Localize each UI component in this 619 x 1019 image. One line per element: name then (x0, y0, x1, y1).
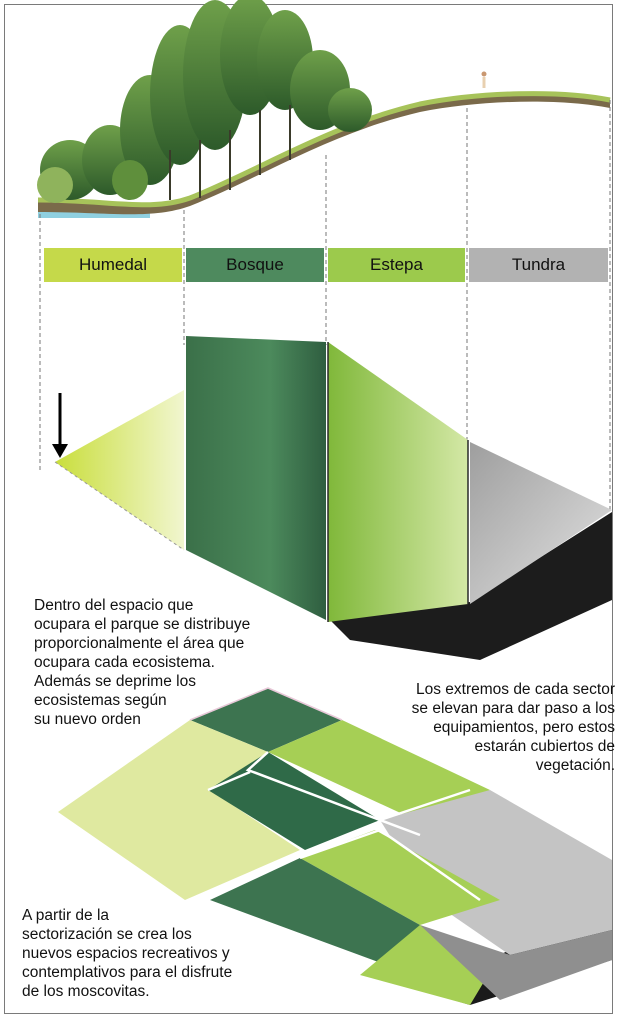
guide-lines (39, 100, 611, 510)
sector-grey-bottom (420, 925, 612, 1000)
note-distribution: Dentro del espacio que ocupara el parque… (34, 597, 251, 728)
path-lines (207, 751, 481, 902)
sector-dark-center (208, 752, 380, 850)
sector-light-top (268, 720, 490, 822)
person-icon (481, 71, 487, 88)
label-bosque: Bosque (226, 255, 284, 274)
sector-dark-bottom (210, 858, 420, 970)
label-estepa: Estepa (370, 255, 423, 274)
ecosystem-blocks (44, 248, 608, 282)
figure-frame (4, 4, 613, 1014)
label-humedal: Humedal (78, 255, 148, 274)
sector-light-center (300, 830, 500, 925)
slab-bosque (186, 336, 326, 620)
sector-pale-left (58, 720, 300, 900)
slab-shadow (330, 512, 612, 660)
block-tundra (469, 248, 608, 282)
note-spaces: A partir de la sectorización se crea los… (22, 907, 233, 1000)
sector-diagram (58, 687, 612, 1005)
block-estepa (328, 248, 465, 282)
label-tundra: Tundra (511, 255, 566, 274)
arrow-down-icon (52, 393, 68, 458)
slab-diagram (54, 336, 612, 660)
note-edges: Los extremos de cada sector se elevan pa… (411, 681, 615, 774)
slab-tundra (470, 442, 612, 604)
trees (37, 0, 372, 203)
block-bosque (186, 248, 324, 282)
landscape-section (37, 0, 611, 218)
slab-estepa (328, 342, 468, 622)
slab-humedal (55, 390, 184, 550)
sector-grey (380, 790, 612, 955)
trunks (169, 105, 291, 200)
block-humedal (44, 248, 182, 282)
